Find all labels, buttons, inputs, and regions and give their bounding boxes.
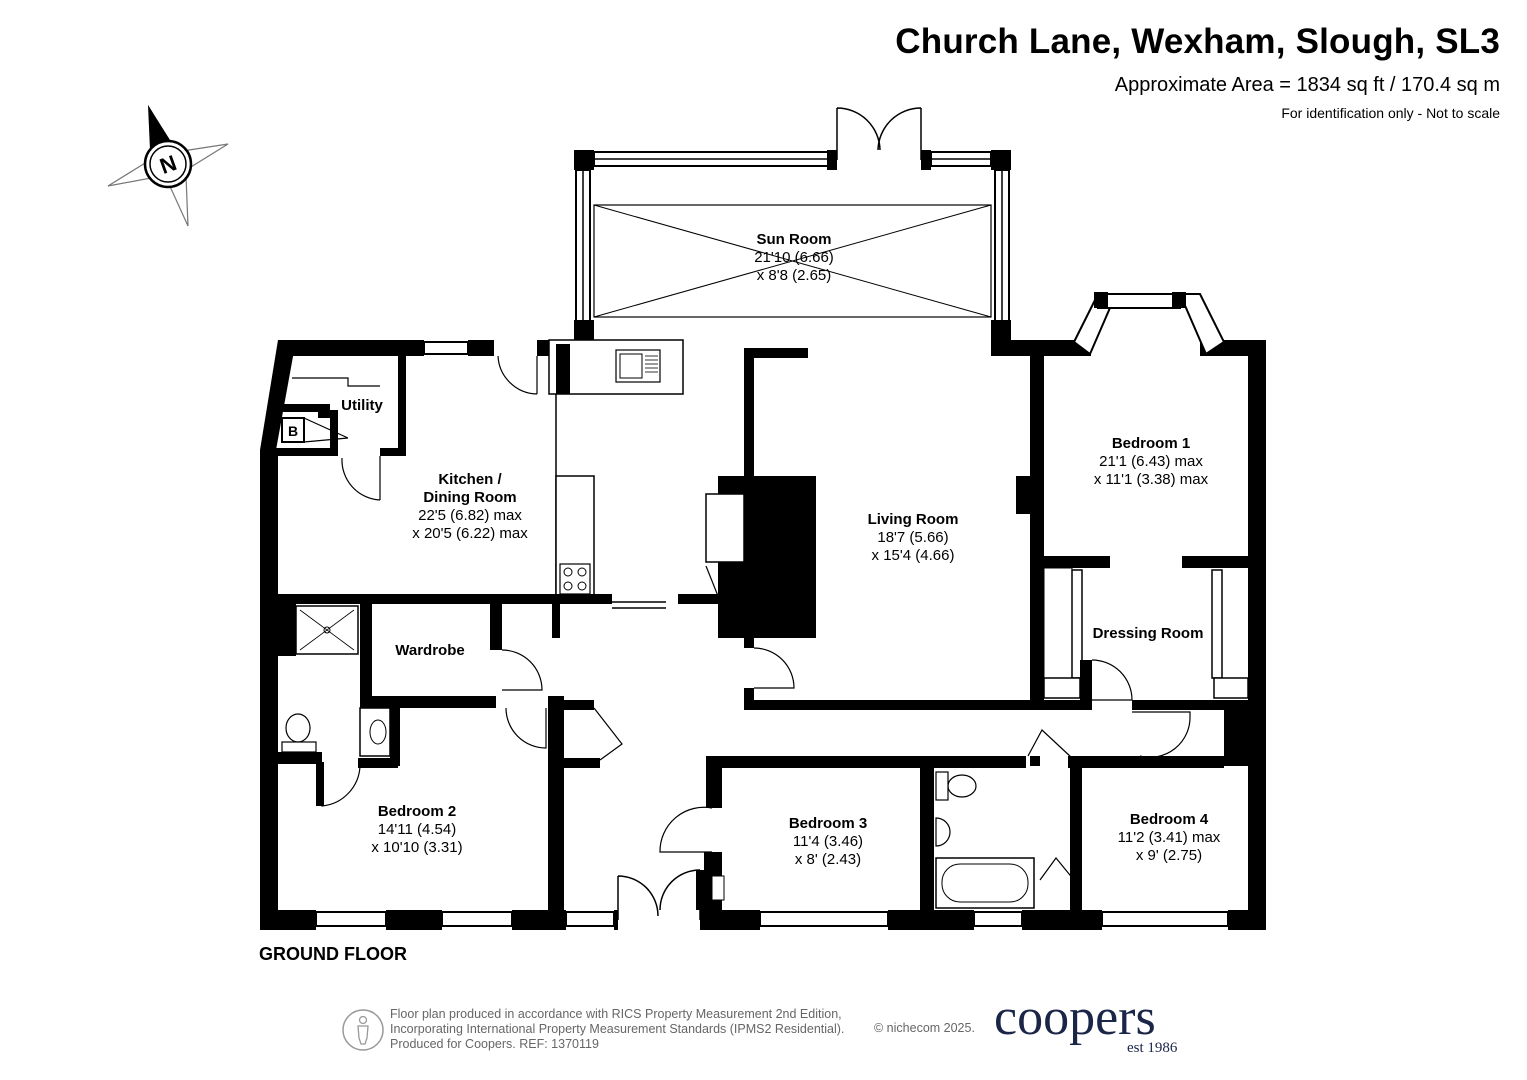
- bedroom2-name: Bedroom 2: [378, 803, 456, 820]
- kitchen-name-line2: Dining Room: [423, 489, 516, 506]
- bedroom3-name: Bedroom 3: [789, 815, 867, 832]
- bedroom1-name: Bedroom 1: [1112, 435, 1190, 452]
- wardrobe-name: Wardrobe: [395, 642, 464, 659]
- bedroom2-dim2: x 10'10 (3.31): [371, 839, 462, 856]
- room-labels: Sun Room 21'10 (6.66) x 8'8 (2.65) Utili…: [288, 231, 1221, 868]
- footer-note: Floor plan produced in accordance with R…: [390, 1007, 844, 1052]
- bedroom1-dim1: 21'1 (6.43) max: [1099, 453, 1203, 470]
- internal-walls: [276, 339, 1249, 930]
- bedroom4-name: Bedroom 4: [1130, 811, 1209, 828]
- footer-line2: Incorporating International Property Mea…: [390, 1022, 845, 1036]
- living-room-name: Living Room: [868, 511, 959, 528]
- dressing-room-name: Dressing Room: [1093, 625, 1204, 642]
- outer-walls: [260, 292, 1266, 930]
- bedroom3-dim2: x 8' (2.43): [795, 851, 861, 868]
- utility-name: Utility: [341, 397, 383, 414]
- identification-note: For identification only - Not to scale: [1281, 105, 1500, 121]
- kitchen-name-line1: Kitchen /: [438, 471, 502, 488]
- bedroom2-dim1: 14'11 (4.54): [378, 821, 456, 838]
- brand-logo: coopers: [994, 989, 1156, 1046]
- sun-room-dim2: x 8'8 (2.65): [757, 267, 832, 284]
- sun-room-name: Sun Room: [757, 231, 832, 248]
- compass-rose-icon: N: [107, 105, 229, 227]
- boiler-label: B: [288, 423, 298, 439]
- footer-line1: Floor plan produced in accordance with R…: [390, 1007, 842, 1021]
- bedroom4-dim2: x 9' (2.75): [1136, 847, 1202, 864]
- living-room-dim1: 18'7 (5.66): [877, 529, 948, 546]
- brand-established: est 1986: [1127, 1040, 1178, 1056]
- bedroom4-dim1: 11'2 (3.41) max: [1118, 829, 1221, 846]
- person-measure-icon: [342, 1009, 384, 1051]
- kitchen-dim2: x 20'5 (6.22) max: [412, 525, 528, 542]
- property-address-title: Church Lane, Wexham, Slough, SL3: [895, 22, 1500, 61]
- kitchen-dim1: 22'5 (6.82) max: [418, 507, 522, 524]
- floor-label: GROUND FLOOR: [259, 944, 407, 964]
- sun-room-dim1: 21'10 (6.66): [754, 249, 834, 266]
- approximate-area: Approximate Area = 1834 sq ft / 170.4 sq…: [1114, 74, 1500, 96]
- bedroom1-dim2: x 11'1 (3.38) max: [1094, 471, 1209, 488]
- living-room-dim2: x 15'4 (4.66): [872, 547, 955, 564]
- sun-room-walls: [574, 107, 1011, 341]
- footer-line3: Produced for Coopers. REF: 1370119: [390, 1037, 599, 1051]
- bedroom3-dim1: 11'4 (3.46): [793, 833, 863, 850]
- copyright-note: © nichecom 2025.: [874, 1021, 975, 1035]
